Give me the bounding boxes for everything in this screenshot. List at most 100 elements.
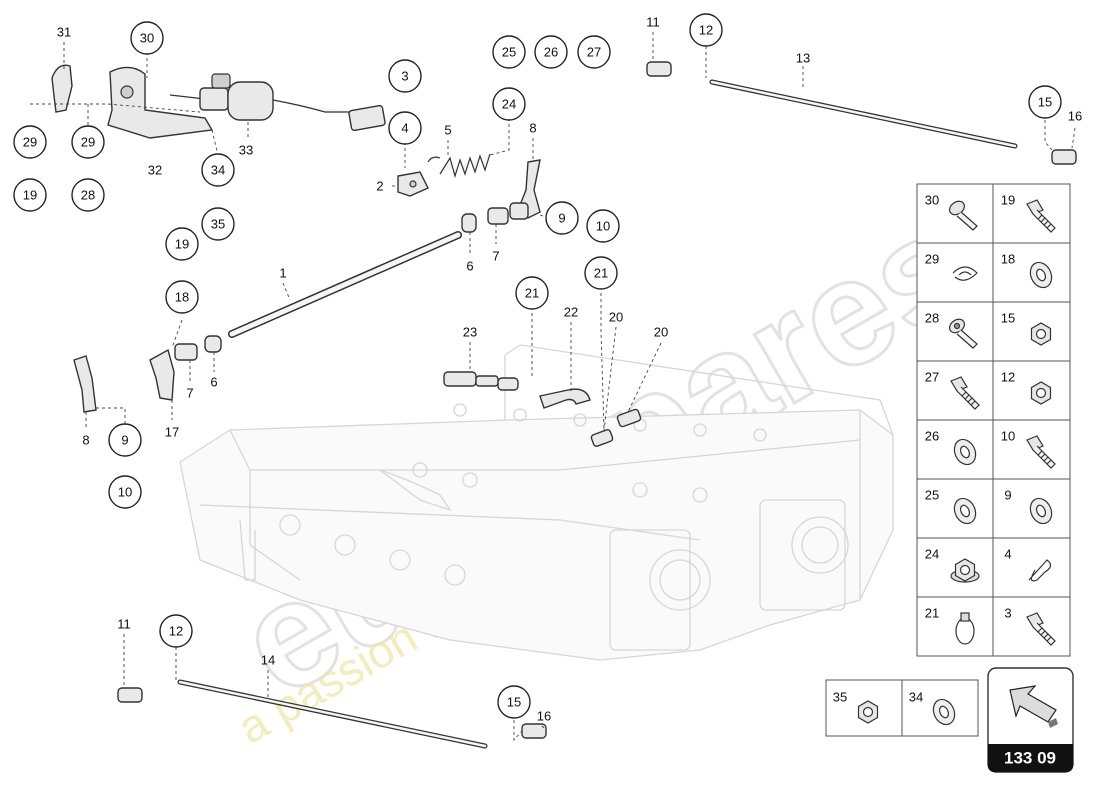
callout-circle xyxy=(130,21,164,55)
callout-label: 9 xyxy=(121,433,128,448)
callout-16: 16 xyxy=(537,709,551,724)
callout-label: 10 xyxy=(118,485,132,500)
callout-label: 19 xyxy=(175,237,189,252)
nut-icon xyxy=(1030,381,1052,405)
callout-10: 10 xyxy=(108,475,142,509)
callout-circle xyxy=(159,614,193,648)
legend-number: 28 xyxy=(925,311,939,326)
part-33 xyxy=(169,73,386,132)
part-20b xyxy=(616,408,642,428)
callout-9: 9 xyxy=(545,201,579,235)
part-17 xyxy=(149,348,175,401)
callout-label: 15 xyxy=(507,695,521,710)
callout-label: 18 xyxy=(175,290,189,305)
legend-number: 35 xyxy=(833,690,847,705)
callout-32: 32 xyxy=(148,163,162,178)
callout-label: 9 xyxy=(558,211,565,226)
part-23 xyxy=(443,371,519,391)
callout-label: 21 xyxy=(594,266,608,281)
bolt-icon xyxy=(1026,199,1056,233)
callout-label: 17 xyxy=(165,425,179,440)
callout-15: 15 xyxy=(1028,85,1062,119)
callout-circle xyxy=(108,475,142,509)
callout-24: 24 xyxy=(492,87,526,121)
legend-number: 29 xyxy=(925,252,939,267)
part-7b xyxy=(174,343,198,361)
callout-19: 19 xyxy=(165,227,199,261)
legend-number: 4 xyxy=(1004,547,1011,562)
callout-21: 21 xyxy=(584,256,618,290)
callout-circle xyxy=(515,276,549,310)
nut-icon xyxy=(1030,322,1052,346)
callout-circle xyxy=(71,178,105,212)
callout-label: 30 xyxy=(140,31,154,46)
callout-7: 7 xyxy=(186,386,193,401)
screw-icon xyxy=(948,200,978,231)
callout-label: 13 xyxy=(796,51,810,66)
callout-circle xyxy=(577,35,611,69)
washer-icon xyxy=(932,698,956,726)
callout-label: 34 xyxy=(211,163,225,178)
legend-number: 3 xyxy=(1004,606,1011,621)
callout-1: 1 xyxy=(279,266,286,281)
legend-number: 18 xyxy=(1001,252,1015,267)
callout-label: 5 xyxy=(444,123,451,138)
bolt-icon xyxy=(1026,612,1056,646)
callout-28: 28 xyxy=(71,178,105,212)
callout-31: 31 xyxy=(57,25,71,40)
callout-33: 33 xyxy=(239,143,253,158)
part-11 xyxy=(646,61,672,77)
callout-label: 28 xyxy=(81,188,95,203)
callout-label: 2 xyxy=(376,179,383,194)
callout-8: 8 xyxy=(529,121,536,136)
callout-circle xyxy=(545,201,579,235)
bolt-icon xyxy=(1026,435,1056,469)
part-8b xyxy=(73,355,97,413)
callout-label: 29 xyxy=(81,135,95,150)
callout-25: 25 xyxy=(492,35,526,69)
callout-21: 21 xyxy=(515,276,549,310)
callout-circle xyxy=(71,125,105,159)
callout-label: 23 xyxy=(463,325,477,340)
washer-icon xyxy=(1029,497,1053,525)
callout-9: 9 xyxy=(108,423,142,457)
legend-number: 10 xyxy=(1001,429,1015,444)
part-32 xyxy=(107,66,214,139)
callout-label: 33 xyxy=(239,143,253,158)
legend-number: 27 xyxy=(925,370,939,385)
part-1 xyxy=(228,231,462,338)
callout-12: 12 xyxy=(689,13,723,47)
callout-label: 26 xyxy=(544,45,558,60)
callout-label: 21 xyxy=(525,286,539,301)
hose-clamp-icon xyxy=(955,612,975,645)
legend-number: 15 xyxy=(1001,311,1015,326)
callout-label: 27 xyxy=(587,45,601,60)
washer-icon xyxy=(953,438,977,466)
callout-circle xyxy=(165,227,199,261)
callout-27: 27 xyxy=(577,35,611,69)
callout-circle xyxy=(108,423,142,457)
callout-label: 6 xyxy=(210,375,217,390)
legend-row: 28 15 xyxy=(925,311,1052,349)
callout-label: 1 xyxy=(279,266,286,281)
part-31 xyxy=(51,64,73,113)
spring-washer-icon xyxy=(952,266,978,281)
callout-circle xyxy=(586,209,620,243)
callout-29: 29 xyxy=(71,125,105,159)
callout-15: 15 xyxy=(497,685,531,719)
callout-4: 4 xyxy=(388,111,422,145)
part-22 xyxy=(539,388,591,409)
legend-number: 19 xyxy=(1001,193,1015,208)
legend-row: 29 18 xyxy=(925,252,1053,289)
callout-label: 20 xyxy=(654,325,668,340)
callout-13: 13 xyxy=(796,51,810,66)
callout-circle xyxy=(497,685,531,719)
callout-6: 6 xyxy=(466,259,473,274)
callout-circle xyxy=(388,59,422,93)
callout-label: 11 xyxy=(117,617,131,632)
